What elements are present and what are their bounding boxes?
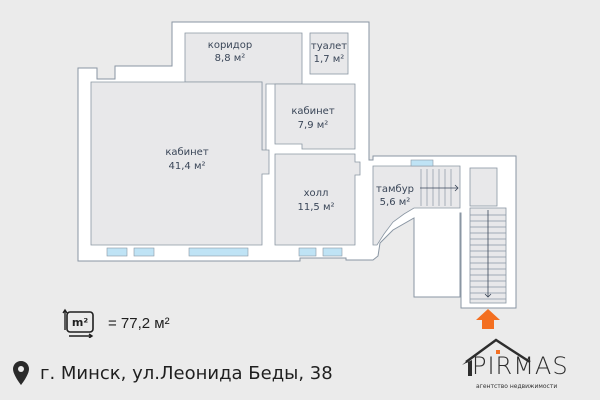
room-name-corridor: коридор (208, 40, 252, 51)
total-area-row: m² = 77,2 м² (62, 308, 170, 338)
room-name-office-large: кабинет (165, 147, 209, 158)
room-name-office-small: кабинет (291, 106, 335, 117)
room-name-vestibule: тамбур (376, 184, 414, 195)
room-name-toilet: туалет (311, 41, 347, 52)
svg-text:m²: m² (72, 316, 88, 329)
logo-name: PIRMAS (472, 352, 569, 380)
windows (106, 159, 434, 257)
total-area: = 77,2 м² (108, 314, 170, 332)
logo-subtitle: агентство недвижимости (476, 383, 558, 390)
room-area-office-large: 41,4 м² (169, 161, 206, 172)
location-pin-icon (13, 361, 29, 385)
entrance-arrow-icon (476, 309, 500, 329)
room-area-vestibule: 5,6 м² (380, 197, 411, 208)
house-roof-icon (462, 338, 531, 376)
room-area-office-small: 7,9 м² (298, 120, 329, 131)
room-area-toilet: 1,7 м² (314, 54, 345, 65)
room-name-hall: холл (304, 188, 329, 199)
address: г. Минск, ул.Леонида Беды, 38 (40, 362, 333, 384)
pirmas-logo: PIRMAS агентство недвижимости (458, 338, 573, 398)
address-row: г. Минск, ул.Леонида Беды, 38 (12, 360, 333, 386)
room-area-hall: 11,5 м² (298, 202, 335, 213)
room-area-corridor: 8,8 м² (215, 53, 246, 64)
area-icon: m² (62, 308, 94, 338)
